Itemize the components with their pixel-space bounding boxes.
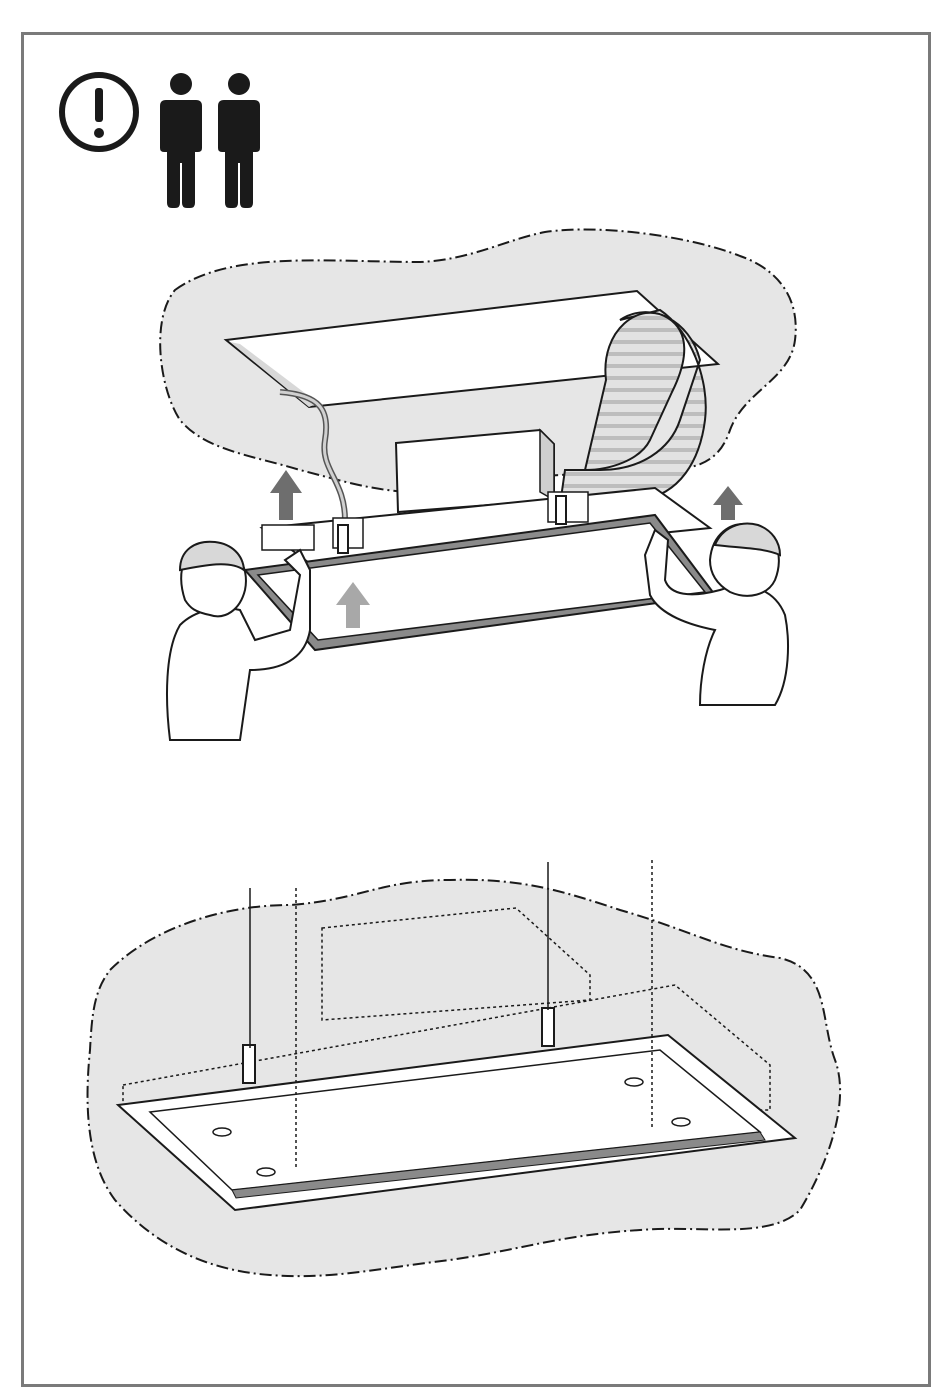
up-arrow-icon xyxy=(270,470,302,520)
person-icon xyxy=(160,73,202,208)
step-2-illustration xyxy=(88,860,841,1276)
light-spot xyxy=(257,1168,275,1176)
mounting-bracket xyxy=(542,1008,554,1046)
exclamation-circle-icon xyxy=(62,75,136,149)
two-persons-icon xyxy=(160,73,260,208)
mounting-bracket xyxy=(243,1045,255,1083)
mounting-bracket xyxy=(556,496,566,524)
step-1-illustration xyxy=(160,229,796,740)
up-arrow-icon xyxy=(713,486,743,520)
light-spot xyxy=(213,1128,231,1136)
light-spot xyxy=(672,1118,690,1126)
person-icon xyxy=(218,73,260,208)
mounting-bracket xyxy=(338,525,348,553)
installer-right xyxy=(645,524,788,705)
light-spot xyxy=(625,1078,643,1086)
